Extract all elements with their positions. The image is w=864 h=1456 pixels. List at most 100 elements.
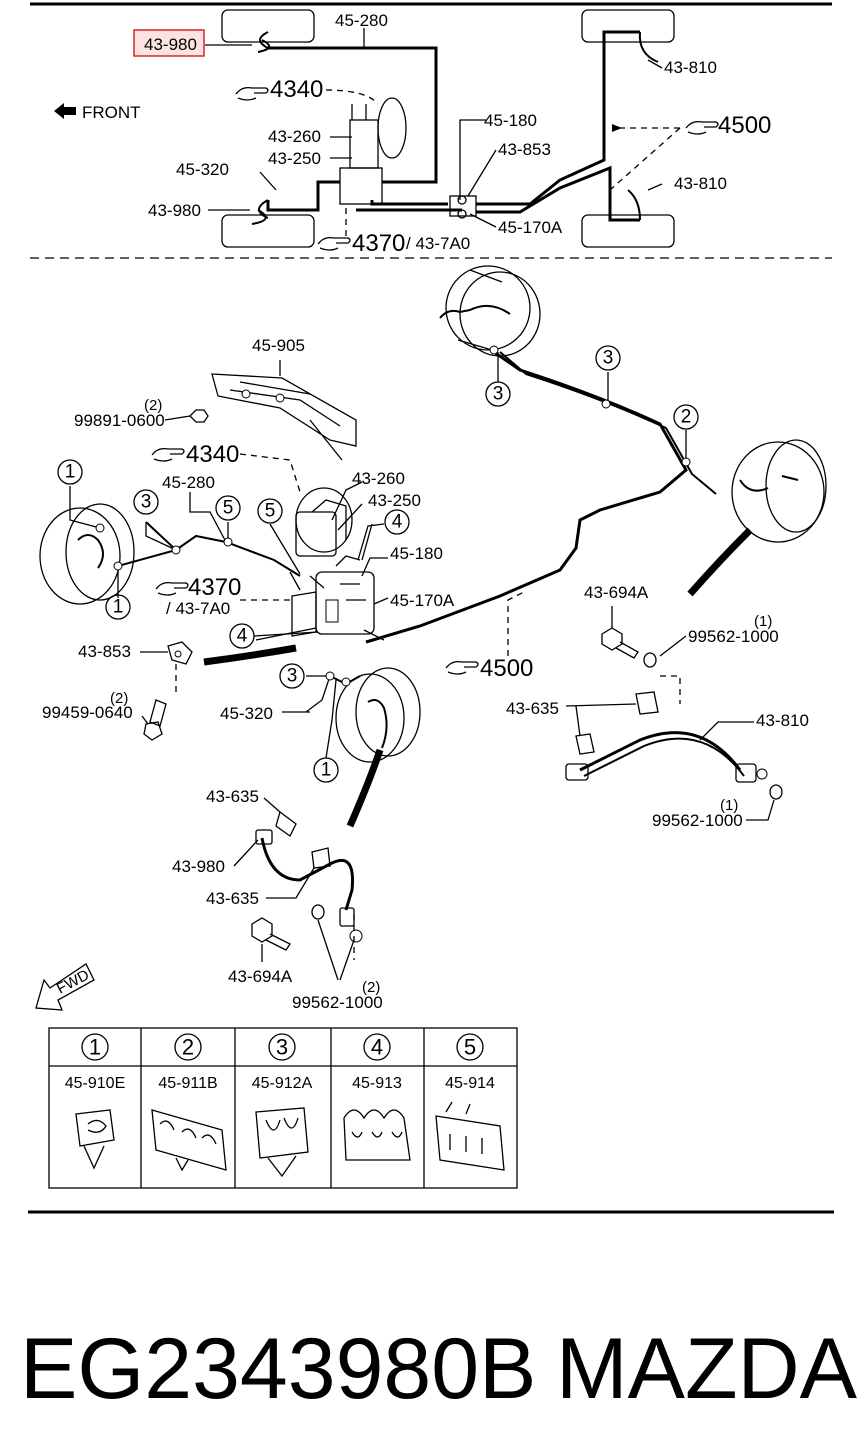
rear-right-drum — [731, 439, 827, 543]
label-99459-0640: 99459-0640 — [42, 703, 133, 722]
clip-43-635-rear — [575, 691, 659, 755]
pipe-45-320 — [266, 180, 340, 212]
quantity-99891: (2) — [144, 397, 162, 414]
hand-pointer-icon — [235, 86, 269, 101]
brand-title: MAZDA — [556, 1321, 858, 1417]
clip-part-number: 45-914 — [445, 1075, 495, 1092]
svg-text:1: 1 — [89, 1035, 101, 1060]
svg-text:3: 3 — [276, 1035, 288, 1060]
label-43-635-rear: 43-635 — [506, 699, 559, 718]
svg-text:3: 3 — [287, 666, 298, 687]
rear-right-wheel — [581, 214, 675, 248]
junction-43-853 — [449, 195, 477, 217]
callout-4: 4 — [384, 509, 410, 535]
rear-hose-left — [638, 31, 659, 63]
nut-99891-0600 — [189, 409, 209, 423]
svg-text:3: 3 — [493, 384, 504, 405]
callout-5: 5 — [257, 498, 283, 524]
front-arrow-icon — [54, 103, 76, 119]
pipe-rear-left — [476, 30, 640, 206]
label-43-810-bottom: 43-810 — [674, 174, 727, 193]
hose-43-980 — [255, 829, 363, 943]
front-hose-thick — [203, 644, 297, 666]
quantity-99459: (2) — [110, 690, 128, 707]
clip-part-number: 45-910E — [65, 1075, 126, 1092]
clip-45-913-icon — [343, 1109, 411, 1161]
table-column-4: 4 45-913 — [343, 1033, 411, 1161]
svg-text:5: 5 — [265, 501, 276, 522]
svg-text:4: 4 — [392, 512, 403, 533]
callout-5: 5 — [215, 495, 241, 521]
fwd-arrow-icon: FWD — [35, 963, 95, 1011]
hand-pointer-icon — [685, 120, 719, 135]
label-99562-1000-front: 99562-1000 — [292, 993, 383, 1012]
label-43-7A0: / 43-7A0 — [406, 234, 470, 253]
label-45-280-main: 45-280 — [162, 473, 215, 492]
clip-45-910E-icon — [75, 1109, 115, 1170]
hand-pointer-icon — [317, 236, 351, 251]
table-column-2: 2 45-911B — [151, 1033, 227, 1172]
fwd-label: FWD — [54, 966, 92, 997]
label-43-853: 43-853 — [498, 140, 551, 159]
label-43-250-main: 43-250 — [368, 491, 421, 510]
brake-booster — [377, 97, 407, 159]
label-4340-main: 4340 — [186, 441, 239, 468]
label-43-7A0-main: / 43-7A0 — [166, 599, 230, 618]
label-4370: 4370 — [352, 230, 405, 257]
hand-pointer-icon — [445, 660, 479, 675]
hand-pointer-icon — [151, 447, 185, 462]
clip-points — [95, 345, 691, 687]
washer-99562-rear-1 — [643, 652, 657, 668]
label-43-980: 43-980 — [148, 201, 201, 220]
clip-part-number: 45-911B — [158, 1075, 217, 1092]
label-43-980-main: 43-980 — [172, 857, 225, 876]
label-45-180-main: 45-180 — [390, 544, 443, 563]
label-45-170A: 45-170A — [498, 218, 563, 237]
junction-43-853-main — [167, 641, 193, 665]
highlight-box — [133, 29, 205, 57]
hydraulic-unit — [339, 167, 383, 205]
label-43-694A-rear: 43-694A — [584, 583, 649, 602]
svg-text:5: 5 — [464, 1035, 476, 1060]
label-45-180: 45-180 — [484, 111, 537, 130]
washer-99562-front — [311, 904, 325, 920]
label-43-260: 43-260 — [268, 127, 321, 146]
label-43-810-main: 43-810 — [756, 711, 809, 730]
hydraulic-unit-45-170A — [291, 555, 375, 637]
label-4500: 4500 — [718, 112, 771, 139]
clip-45-911B-icon — [151, 1109, 227, 1172]
label-99891-0600: 99891-0600 — [74, 411, 165, 430]
label-4370-main: 4370 — [188, 574, 241, 601]
label-4500-main: 4500 — [480, 655, 533, 682]
svg-text:5: 5 — [223, 498, 234, 519]
clip-part-number: 45-912A — [252, 1075, 313, 1092]
callout-1: 1 — [105, 594, 131, 620]
callout-3: 3 — [279, 663, 305, 689]
label-43-810-top: 43-810 — [664, 58, 717, 77]
bolt-43-694A-rear — [601, 627, 639, 659]
quantity-99562-rear-2: (1) — [720, 797, 738, 814]
label-43-635-front-b: 43-635 — [206, 889, 259, 908]
quantity-99562-rear-1: (1) — [754, 613, 772, 630]
exploded-view: FWD — [35, 265, 827, 1012]
label-front: FRONT — [82, 103, 141, 122]
callout-3: 3 — [133, 489, 159, 515]
table-column-5: 5 45-914 — [435, 1033, 505, 1171]
hose-43-810 — [565, 731, 768, 783]
front-right-wheel — [221, 214, 315, 248]
svg-text:1: 1 — [113, 597, 124, 618]
label-43-260-main: 43-260 — [352, 469, 405, 488]
svg-text:1: 1 — [321, 760, 332, 781]
label-43-694A-front: 43-694A — [228, 967, 293, 986]
label-43-635-front-a: 43-635 — [206, 787, 259, 806]
part-number-title: EG2343980B — [20, 1321, 536, 1417]
svg-text:1: 1 — [65, 462, 76, 483]
bracket-45-905 — [211, 373, 357, 461]
label-99562-1000-rear-2: 99562-1000 — [652, 811, 743, 830]
front-right-drum — [335, 667, 421, 763]
label-99562-1000-rear-1: 99562-1000 — [688, 627, 779, 646]
table-column-3: 3 45-912A — [252, 1033, 313, 1178]
front-right-hose-thick — [346, 748, 384, 828]
label-45-320: 45-320 — [176, 160, 229, 179]
washer-99562-rear-2 — [769, 784, 783, 800]
